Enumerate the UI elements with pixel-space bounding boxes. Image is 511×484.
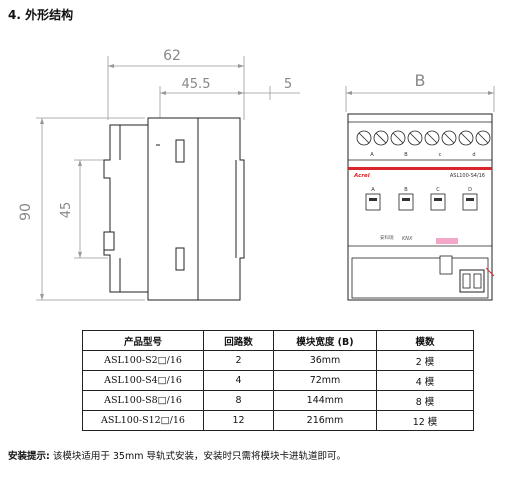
cell-width: 36mm	[273, 350, 377, 371]
header-width: 模块宽度 (B)	[273, 330, 377, 351]
outline-drawing: 62 45.5 5 90 45 B	[18, 48, 495, 301]
cell-width: 144mm	[273, 390, 377, 411]
indicator-block	[436, 238, 458, 244]
cell-circuits: 12	[203, 410, 274, 431]
cell-modules: 8 模	[376, 390, 474, 411]
table-row: ASL100-S4□/16 4 72mm 4 模	[82, 370, 474, 391]
dim-5-label: 5	[284, 77, 292, 92]
header-modules: 模数	[376, 330, 474, 351]
table-row: ASL100-S8□/16 8 144mm 8 模	[82, 390, 474, 411]
terminal-label-b: B	[404, 152, 408, 158]
installation-note-text: 该模块适用于 35mm 导轨式安装，安装时只需将模块卡进轨道即可。	[49, 451, 346, 462]
terminal-label-c: c	[439, 152, 442, 158]
terminal-screws	[356, 130, 491, 146]
table-header-row: 产品型号 回路数 模块宽度 (B) 模数	[82, 330, 474, 351]
cell-width: 216mm	[273, 410, 377, 431]
cell-modules: 2 模	[376, 350, 474, 371]
front-dimension-arrows	[346, 91, 494, 95]
cell-model: ASL100-S8□/16	[82, 390, 204, 411]
terminal-label-a: A	[370, 152, 374, 158]
cell-circuits: 8	[203, 390, 274, 411]
dim-90-label: 90	[18, 203, 34, 221]
cell-model: ASL100-S12□/16	[82, 410, 204, 431]
model-label: ASL100-S4/16	[450, 173, 485, 179]
side-dimension-arrows	[40, 64, 244, 300]
cell-circuits: 4	[203, 370, 274, 391]
cell-modules: 4 模	[376, 370, 474, 391]
cell-modules: 12 模	[376, 410, 474, 431]
installation-note-label: 安装提示:	[8, 451, 50, 462]
brand-logo: Acrel	[353, 173, 370, 179]
channel-label-b: B	[404, 187, 408, 193]
cell-circuits: 2	[203, 350, 274, 371]
channel-label-a: A	[371, 187, 375, 193]
front-view-body: A B c d Acrel ASL100-S4/16 A B C D 安科瑞	[347, 113, 495, 301]
dim-45-5-label: 45.5	[182, 77, 211, 92]
brand-stripe	[348, 167, 492, 170]
front-dimension-lines	[345, 86, 495, 112]
cell-model: ASL100-S2□/16	[82, 350, 204, 371]
table-row: ASL100-S2□/16 2 36mm 2 模	[82, 350, 474, 371]
dim-62-label: 62	[163, 48, 181, 64]
terminal-label-d: d	[472, 152, 475, 158]
side-dimension-lines	[36, 56, 300, 301]
dim-B-label: B	[415, 71, 426, 90]
bottom-text: 安科瑞	[380, 234, 394, 241]
side-view-body	[103, 117, 245, 301]
table-row: ASL100-S12□/16 12 216mm 12 模	[82, 410, 474, 431]
model-spec-table: 产品型号 回路数 模块宽度 (B) 模数 ASL100-S2□/16 2 36m…	[82, 330, 474, 431]
channel-label-d: D	[468, 187, 472, 193]
channel-label-c: C	[436, 187, 440, 193]
section-heading: 4. 外形结构	[8, 8, 74, 22]
header-model: 产品型号	[82, 330, 204, 351]
cell-model: ASL100-S4□/16	[82, 370, 204, 391]
knx-label: KNX	[402, 236, 413, 242]
dim-45-label: 45	[59, 202, 74, 219]
installation-note: 安装提示: 该模块适用于 35mm 导轨式安装，安装时只需将模块卡进轨道即可。	[8, 448, 346, 462]
header-circuits: 回路数	[203, 330, 274, 351]
bus-connector	[439, 255, 453, 275]
cell-width: 72mm	[273, 370, 377, 391]
